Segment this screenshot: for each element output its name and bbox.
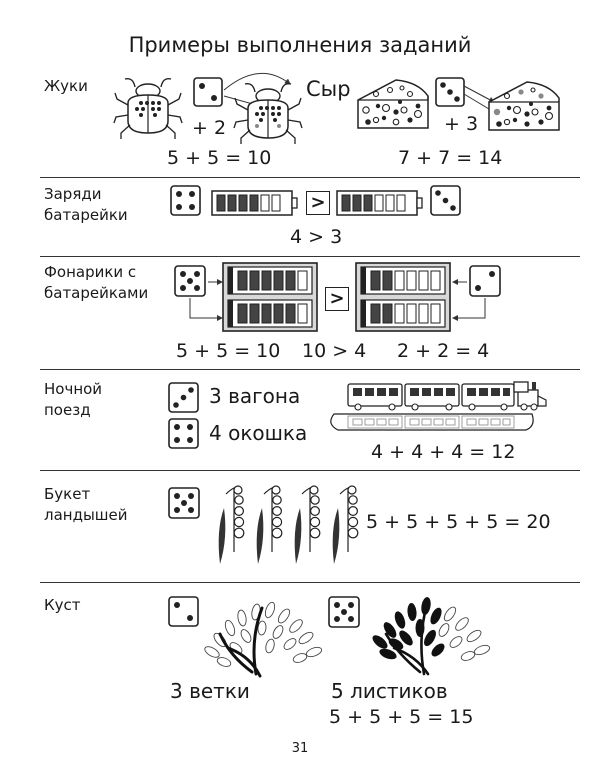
cheese-image — [357, 79, 429, 129]
equation-flashlights-1: 5 + 5 = 10 — [176, 340, 281, 362]
train-image — [330, 381, 547, 431]
equation-flashlights-2: 10 > 4 — [302, 340, 367, 362]
flashlight-icon — [222, 262, 318, 332]
plus-three-text: + 3 — [444, 113, 479, 135]
section-label-batteries: Заряди батарейки — [44, 185, 128, 224]
equation-cheese: 7 + 7 = 14 — [398, 147, 503, 169]
section-label-train: Ночной поезд — [44, 380, 103, 419]
cars-count-text: 3 вагона — [209, 384, 301, 408]
section-label-bush: Куст — [44, 596, 81, 614]
page-number: 31 — [291, 741, 309, 756]
page-title: Примеры выполнения заданий — [128, 33, 472, 57]
cheese-image — [488, 81, 560, 131]
equation-lilies: 5 + 5 + 5 + 5 = 20 — [366, 511, 551, 533]
divider — [40, 369, 580, 370]
compare-sign-box: > — [306, 191, 330, 215]
lily-of-the-valley-image — [218, 485, 359, 565]
windows-count-text: 4 окошка — [209, 421, 308, 445]
dice-five-icon — [328, 596, 360, 628]
section-label-flashlights: Фонарики с батарейками — [44, 263, 149, 302]
dice-two-icon — [168, 596, 199, 627]
battery-icon — [336, 190, 423, 216]
arrows — [189, 279, 223, 321]
equation-batteries: 4 > 3 — [290, 226, 343, 248]
branches-count-text: 3 ветки — [170, 679, 250, 703]
bush-image — [204, 601, 323, 678]
equation-flashlights-3: 2 + 2 = 4 — [397, 340, 490, 362]
divider — [40, 582, 580, 583]
equation-bush: 5 + 5 + 5 = 15 — [329, 706, 474, 728]
divider — [40, 177, 580, 178]
cheese-label: Сыр — [306, 77, 351, 101]
bush-image — [372, 597, 491, 676]
leaves-count-text: 5 листиков — [331, 679, 448, 703]
equation-beetles: 5 + 5 = 10 — [167, 147, 272, 169]
section-label-beetles: Жуки — [44, 77, 88, 95]
beetle-image — [113, 77, 183, 139]
plus-two-text: + 2 — [192, 117, 227, 139]
arrows — [452, 279, 486, 321]
dice-two-icon — [469, 265, 501, 297]
dice-five-icon — [174, 265, 206, 297]
section-label-lilies: Букет ландышей — [44, 485, 128, 524]
divider — [40, 470, 580, 471]
dice-two-icon — [193, 77, 223, 107]
flashlight-icon — [355, 262, 451, 332]
dice-three-icon — [168, 382, 199, 413]
battery-icon — [211, 190, 298, 216]
compare-sign-box: > — [325, 287, 349, 311]
equation-train: 4 + 4 + 4 = 12 — [371, 441, 516, 463]
dice-four-icon — [168, 418, 199, 449]
beetle-image — [233, 82, 303, 144]
dice-five-icon — [168, 487, 200, 519]
dice-three-icon — [435, 77, 465, 107]
dice-three-icon — [430, 185, 461, 216]
dice-four-icon — [170, 185, 201, 216]
divider — [40, 256, 580, 257]
